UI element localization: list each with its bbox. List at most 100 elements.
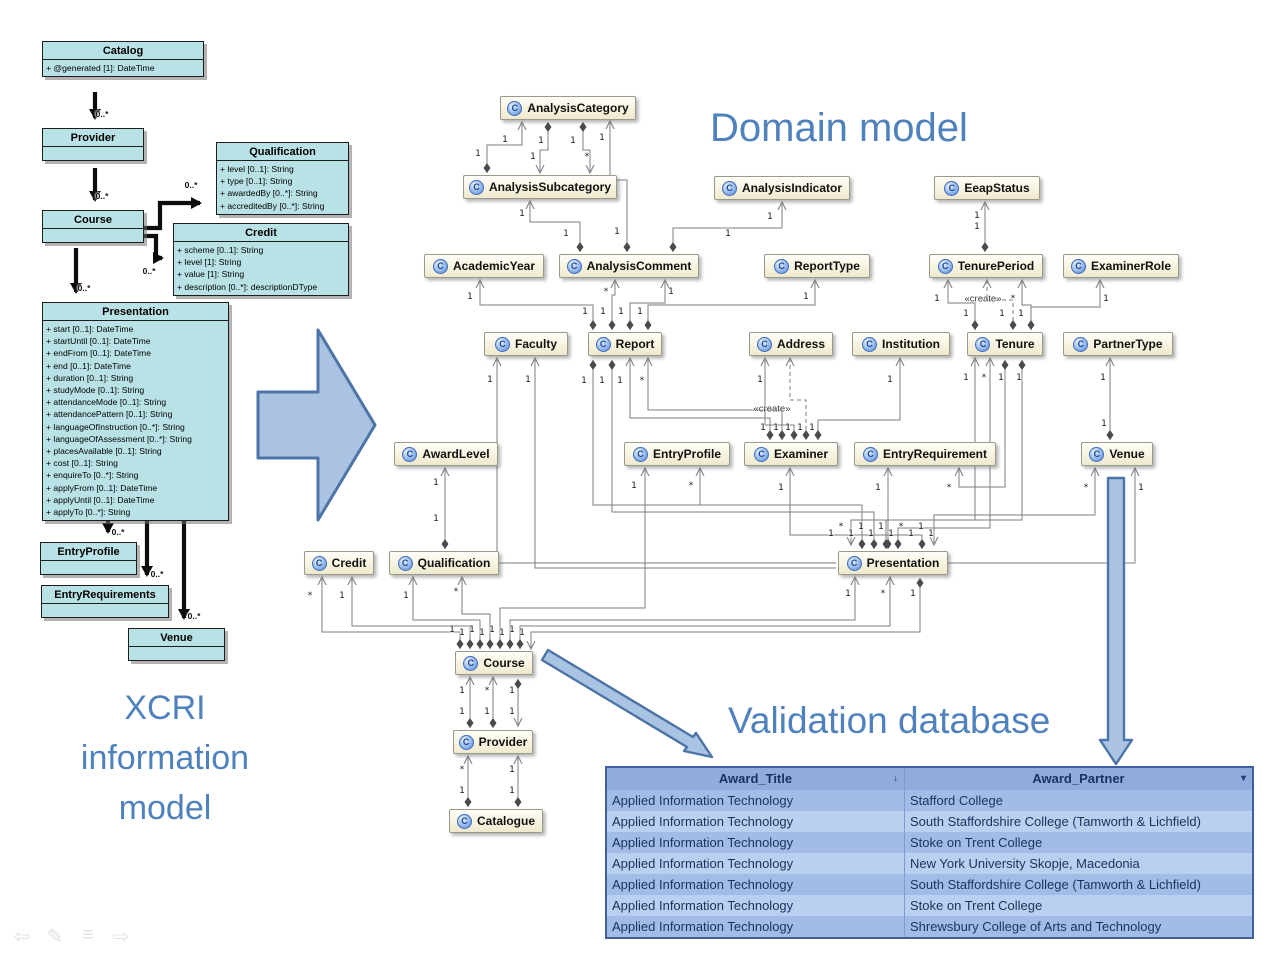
multiplicity-label: 1	[599, 376, 605, 386]
column-label: Award_Partner	[1032, 771, 1125, 786]
multiplicity-label: *	[307, 591, 313, 601]
class-attributes	[42, 604, 168, 617]
multiplicity-label: 1	[963, 309, 969, 319]
multiplicity-label: 1	[489, 625, 495, 635]
multiplicity-label: 1	[760, 423, 766, 433]
create-stereotype-label: «create»	[753, 403, 791, 415]
multiplicity-label: 1	[502, 135, 508, 145]
multiplicity-label: 1	[599, 133, 605, 143]
multiplicity-label: 1	[403, 591, 409, 601]
multiplicity-label: *	[459, 765, 465, 775]
class-name: Venue	[1109, 447, 1145, 461]
multiplicity-label: 1	[809, 423, 815, 433]
class-icon: C	[774, 258, 790, 274]
domain-class-report: C Report	[588, 332, 662, 356]
pen-icon[interactable]: ✎	[46, 926, 64, 948]
forward-arrow-icon[interactable]: ⇨	[112, 926, 130, 948]
multiplicity-label: 1	[519, 209, 525, 219]
multiplicity-label: 1	[928, 529, 934, 539]
table-row[interactable]: Applied Information Technology Stoke on T…	[607, 832, 1252, 853]
column-header-award_title[interactable]: Award_Title↓	[607, 768, 905, 790]
flow-arrows	[256, 328, 1134, 766]
award-title-cell: Applied Information Technology	[607, 811, 905, 832]
column-header-award_partner[interactable]: Award_Partner ▾	[905, 768, 1252, 790]
class-icon: C	[862, 336, 877, 352]
multiplicity-label: 1	[509, 786, 515, 796]
multiplicity-label: 1	[459, 628, 465, 638]
multiplicity-label: 0..*	[111, 527, 125, 537]
xcri-class-entryrequirements: EntryRequirements	[41, 585, 169, 618]
multiplicity-label: 1	[797, 423, 803, 433]
multiplicity-label: 1	[785, 423, 791, 433]
multiplicity-label: 1	[433, 514, 439, 524]
class-icon: C	[975, 336, 991, 352]
multiplicity-label: 1	[858, 522, 864, 532]
class-icon: C	[756, 336, 772, 352]
menu-icon[interactable]: ≡	[82, 924, 94, 946]
class-icon: C	[1073, 336, 1089, 352]
multiplicity-label: 1	[1016, 373, 1022, 383]
multiplicity-label: *	[688, 481, 694, 491]
multiplicity-label: *	[898, 522, 904, 532]
award-partner-cell: Stoke on Trent College	[910, 898, 1043, 913]
class-name: Faculty	[514, 337, 557, 351]
class-name: AnalysisIndicator	[741, 181, 843, 195]
class-title: EntryRequirements	[42, 586, 168, 604]
multiplicity-label: 1	[509, 707, 515, 717]
multiplicity-label: 1	[1101, 419, 1107, 429]
sort-icon[interactable]: ↓	[893, 773, 898, 784]
multiplicity-label: 1	[618, 307, 624, 317]
multiplicity-label: 1	[757, 375, 763, 385]
class-name: EntryRequirement	[882, 447, 988, 461]
class-icon: C	[468, 179, 484, 195]
class-attributes: + @generated [1]: DateTime	[46, 63, 155, 73]
class-attributes	[41, 561, 136, 574]
multiplicity-label: *	[453, 587, 459, 597]
multiplicity-label: 1	[918, 522, 924, 532]
award-partner-cell: Stoke on Trent College	[910, 835, 1043, 850]
arrow-venue-to-table	[1098, 476, 1134, 766]
multiplicity-label: 0..*	[187, 611, 201, 621]
class-icon: C	[595, 336, 611, 352]
class-name: AnalysisSubcategory	[488, 180, 612, 194]
class-name: AnalysisCategory	[527, 101, 629, 115]
multiplicity-label: 1	[525, 375, 531, 385]
filter-dropdown-icon[interactable]: ▾	[1240, 773, 1246, 784]
multiplicity-label: 1	[530, 152, 536, 162]
multiplicity-label: *	[838, 522, 844, 532]
class-icon: C	[507, 100, 523, 116]
class-name: Report	[615, 337, 655, 351]
multiplicity-label: 1	[910, 589, 916, 599]
create-stereotype-label: «create»	[964, 293, 1002, 305]
class-attributes: + start [0..1]: DateTime+ startUntil [0.…	[46, 324, 192, 518]
multiplicity-label: 1	[773, 423, 779, 433]
multiplicity-label: 1	[1103, 294, 1109, 304]
multiplicity-label: *	[584, 152, 590, 162]
award-title-cell: Applied Information Technology	[607, 874, 905, 895]
multiplicity-label: 1	[614, 227, 620, 237]
multiplicity-label: 0..*	[95, 191, 109, 201]
class-title: Presentation	[43, 303, 228, 321]
class-name: Examiner	[773, 447, 829, 461]
multiplicity-label: 1	[582, 307, 588, 317]
back-arrow-icon[interactable]: ⇦	[13, 926, 31, 948]
multiplicity-label: 1	[934, 294, 940, 304]
award-title-cell: Applied Information Technology	[607, 832, 905, 853]
arrow-xcri-to-domain	[256, 328, 377, 522]
class-title: Credit	[174, 224, 348, 242]
multiplicity-label: 1	[538, 136, 544, 146]
multiplicity-label: 1	[509, 625, 515, 635]
